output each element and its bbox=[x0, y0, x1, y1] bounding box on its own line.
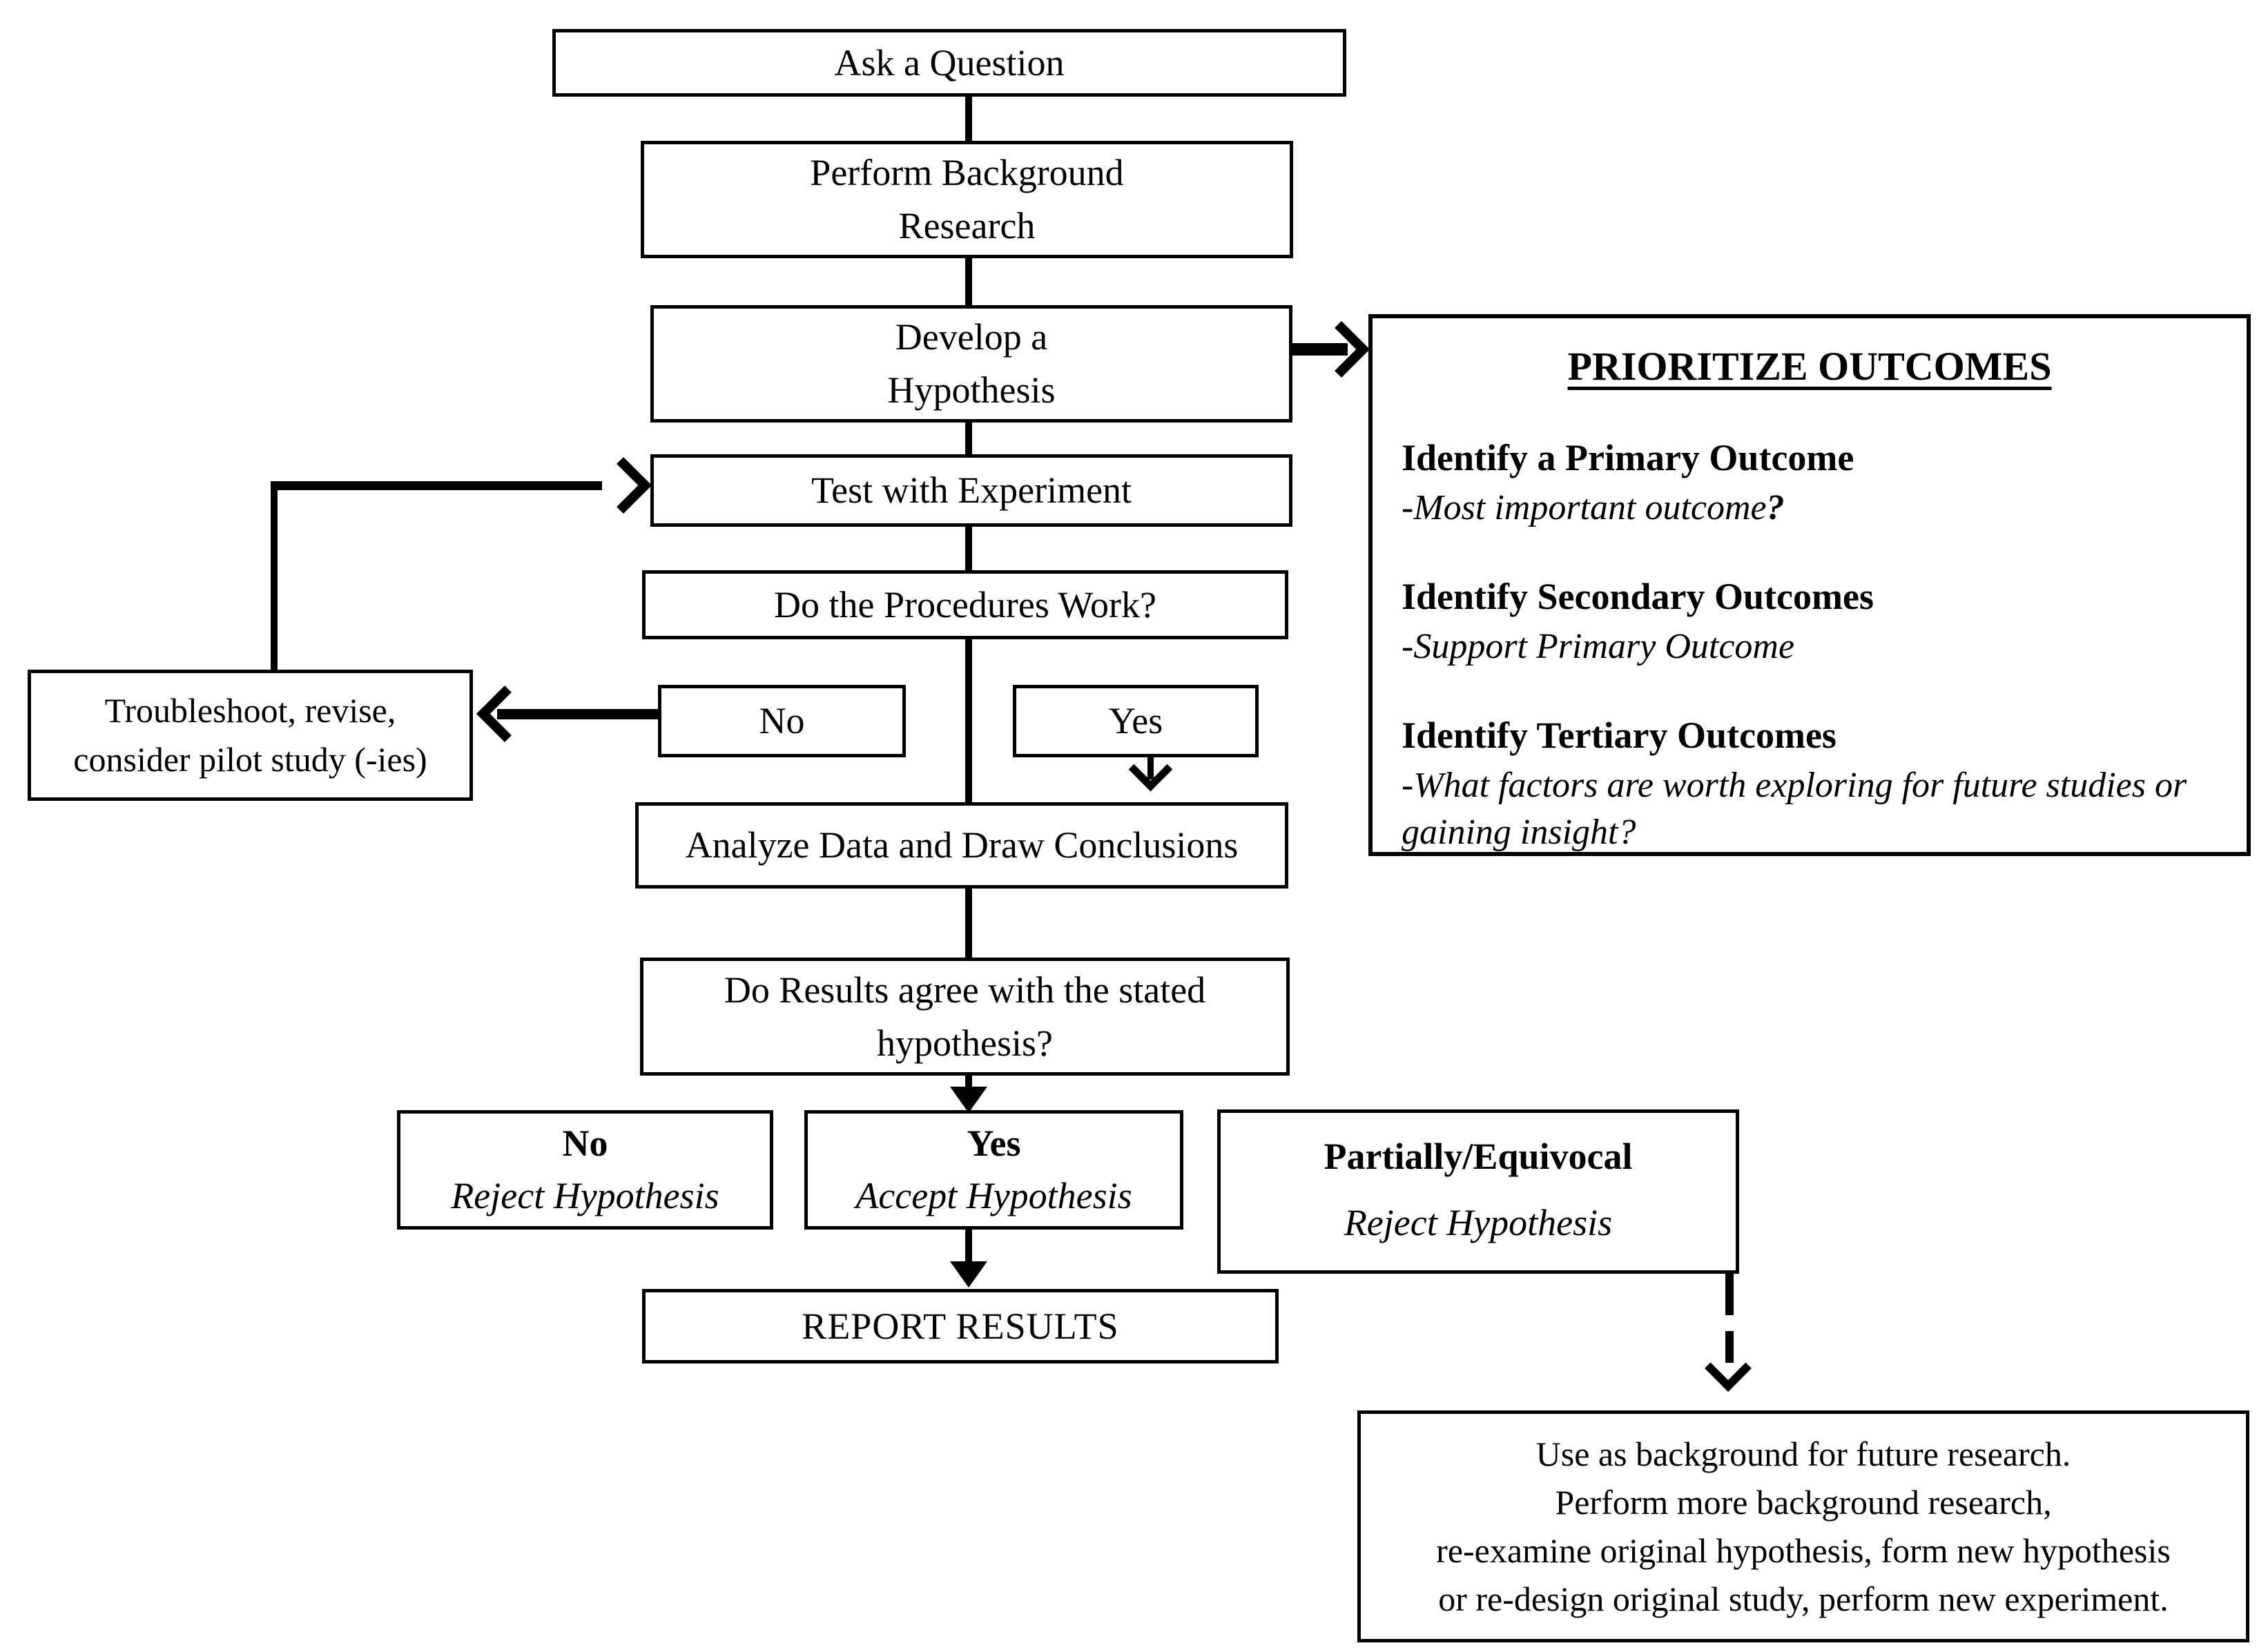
node-background-research: Perform Background Research bbox=[641, 141, 1293, 258]
node-label: Yes bbox=[1108, 700, 1163, 742]
node-label: Develop a Hypothesis bbox=[887, 316, 1056, 411]
arrowhead-down-icon bbox=[950, 1087, 987, 1113]
outcome-note: -What factors are worth exploring for fu… bbox=[1402, 762, 2218, 857]
outcome-heading: Identify a Primary Outcome bbox=[1402, 437, 1854, 478]
panel-title: PRIORITIZE OUTCOMES bbox=[1567, 344, 2052, 389]
outcome-note: -Support Primary Outcome bbox=[1402, 623, 2218, 671]
node-sublabel: Reject Hypothesis bbox=[451, 1174, 719, 1216]
outcome-note: -Most important outcome? bbox=[1402, 485, 2218, 532]
node-sublabel: Accept Hypothesis bbox=[855, 1174, 1132, 1216]
node-outcome-partial: Partially/Equivocal Reject Hypothesis bbox=[1217, 1109, 1739, 1274]
arrowhead-right-icon bbox=[594, 456, 652, 514]
arrow-stem bbox=[1147, 756, 1154, 779]
node-procedures-question: Do the Procedures Work? bbox=[642, 570, 1288, 639]
connector-develop-to-test bbox=[965, 421, 972, 457]
arrow-stem bbox=[271, 481, 602, 490]
node-label: Partially/Equivocal bbox=[1324, 1136, 1633, 1177]
arrowhead-right-icon bbox=[1312, 320, 1370, 378]
node-procedures-yes: Yes bbox=[1013, 685, 1259, 757]
node-label: Use as background for future research. P… bbox=[1436, 1435, 2171, 1618]
node-label: Test with Experiment bbox=[811, 469, 1132, 512]
panel-prioritize-outcomes: PRIORITIZE OUTCOMES Identify a Primary O… bbox=[1368, 314, 2251, 856]
arrowhead-down-icon bbox=[1705, 1345, 1752, 1392]
outcome-note-text: -Support Primary Outcome bbox=[1402, 627, 1795, 666]
node-analyze-data: Analyze Data and Draw Conclusions bbox=[635, 802, 1288, 889]
node-label: Analyze Data and Draw Conclusions bbox=[685, 824, 1239, 866]
outcome-heading: Identify Tertiary Outcomes bbox=[1402, 714, 1836, 756]
arrowhead-down-icon bbox=[950, 1261, 987, 1288]
arrow-stem bbox=[1292, 343, 1348, 356]
connector-ask-to-background bbox=[965, 94, 972, 144]
outcome-note-text: -What factors are worth exploring for fu… bbox=[1402, 765, 2187, 853]
outcome-section-secondary: Identify Secondary Outcomes -Support Pri… bbox=[1402, 572, 2218, 671]
arrow-elbow bbox=[271, 483, 278, 670]
outcome-heading: Identify Secondary Outcomes bbox=[1402, 575, 1874, 617]
node-test-experiment: Test with Experiment bbox=[650, 454, 1292, 527]
arrow-stem bbox=[497, 709, 658, 719]
arrowhead-left-icon bbox=[476, 685, 534, 743]
arrow-stem bbox=[1725, 1274, 1734, 1315]
connector-test-to-procedures bbox=[965, 525, 972, 573]
node-outcome-no: No Reject Hypothesis bbox=[397, 1110, 773, 1230]
connector-background-to-develop bbox=[965, 257, 972, 308]
outcome-note-suffix: ? bbox=[1766, 488, 1785, 528]
node-troubleshoot: Troubleshoot, revise, consider pilot stu… bbox=[28, 670, 473, 801]
node-label: REPORT RESULTS bbox=[802, 1305, 1119, 1347]
node-sublabel: Reject Hypothesis bbox=[1344, 1202, 1613, 1244]
node-label: Do Results agree with the stated hypothe… bbox=[724, 969, 1206, 1064]
node-label: Do the Procedures Work? bbox=[773, 583, 1156, 625]
outcome-note-text: -Most important outcome bbox=[1402, 488, 1767, 528]
node-label: Yes bbox=[967, 1122, 1021, 1164]
arrow-stem bbox=[965, 1228, 972, 1264]
node-report-results: REPORT RESULTS bbox=[642, 1289, 1279, 1363]
node-label: No bbox=[759, 700, 805, 742]
node-label: Perform Background Research bbox=[810, 152, 1124, 246]
node-outcome-yes: Yes Accept Hypothesis bbox=[804, 1110, 1183, 1230]
node-procedures-no: No bbox=[658, 685, 906, 757]
connector-analyze-to-results bbox=[965, 886, 972, 960]
node-label: Troubleshoot, revise, consider pilot stu… bbox=[73, 691, 427, 779]
outcome-section-tertiary: Identify Tertiary Outcomes -What factors… bbox=[1402, 711, 2218, 857]
connector-procedures-to-analyze bbox=[965, 637, 972, 804]
node-results-question: Do Results agree with the stated hypothe… bbox=[640, 958, 1290, 1076]
node-label: No bbox=[562, 1122, 608, 1164]
arrow-stem bbox=[965, 1074, 972, 1091]
node-label: Ask a Question bbox=[834, 41, 1065, 84]
node-future-research: Use as background for future research. P… bbox=[1357, 1410, 2249, 1642]
arrow-dash bbox=[1725, 1331, 1734, 1363]
outcome-section-primary: Identify a Primary Outcome -Most importa… bbox=[1402, 434, 2218, 532]
node-ask-question: Ask a Question bbox=[552, 29, 1346, 97]
node-develop-hypothesis: Develop a Hypothesis bbox=[650, 305, 1292, 423]
